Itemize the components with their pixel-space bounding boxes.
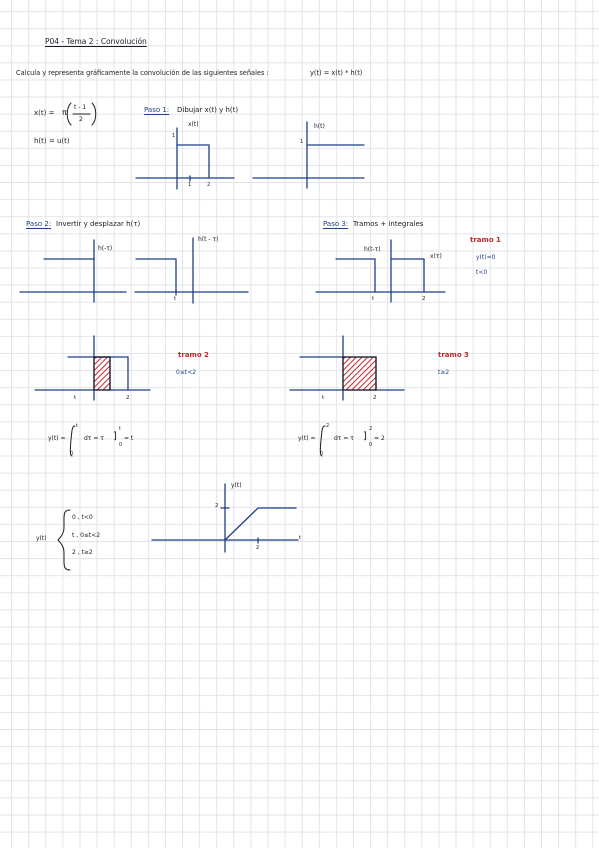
tramo3-integral-upper: 2 (326, 423, 330, 429)
h-t-minus-tau-label: h(t - τ) (198, 236, 219, 243)
x-definition-func: π (62, 108, 67, 117)
tramo2-bracket-lower: 0 (119, 442, 123, 448)
step3-heading: Paso 3: (323, 220, 349, 228)
step3-h-label: h(t-τ) (364, 246, 381, 253)
step3-x-label: x(τ) (430, 253, 442, 260)
step3-tick-2: 2 (422, 296, 426, 302)
step1-heading: Paso 1: (144, 106, 170, 114)
tramo2-condition: 0≤t<2 (176, 369, 197, 376)
tramo2-integral-lower: 0 (70, 451, 74, 457)
result-plot (151, 483, 299, 553)
problem-statement: Calcula y representa gráficamente la con… (16, 69, 269, 77)
tramo2-overlap-area (93, 356, 111, 391)
result-case-1: 0 , t<0 (72, 514, 93, 521)
tramo3-integral-lower: 0 (320, 451, 324, 457)
h-t-minus-tau-plot (134, 237, 249, 304)
tramo2-integrand: dτ = τ (84, 435, 104, 442)
step3-title: Tramos + integrales (353, 220, 424, 228)
step3-tick-t: t (372, 296, 375, 302)
x-bracket-left (66, 102, 72, 126)
h-plot-label: h(t) (314, 123, 325, 130)
tramos-plot (315, 239, 446, 303)
x-plot (135, 127, 235, 190)
h-plot-amplitude: 1 (300, 139, 304, 145)
x-plot-amplitude: 1 (172, 133, 176, 139)
result-plot-axis-t: t (299, 535, 302, 541)
x-plot-tick-1: 1 (188, 182, 192, 188)
tramo2-bracket-upper: t (119, 426, 121, 432)
x-definition-lhs: x(t) = (34, 109, 55, 117)
h-minus-tau-plot (19, 239, 127, 303)
tramo2-plot (34, 335, 151, 401)
tramo2-bracket: ] (113, 431, 117, 442)
result-plot-tick-2: 2 (256, 545, 260, 551)
step2-title: Invertir y desplazar h(τ) (56, 220, 141, 228)
tramo2-title: tramo 2 (178, 351, 209, 359)
tramo3-integrand: dτ = τ (334, 435, 354, 442)
x-plot-tick-2: 2 (207, 182, 211, 188)
tramo3-overlap-area (342, 356, 377, 391)
result-plot-amplitude: 2 (215, 503, 219, 509)
tramo3-bracket: ] (363, 431, 367, 442)
x-definition-denominator: 2 (79, 116, 83, 123)
result-plot-label: y(t) (231, 482, 242, 489)
h-definition: h(t) = u(t) (34, 137, 70, 145)
x-definition-numerator: t - 1 (74, 104, 87, 111)
tramo1-result: y(t)=0 (476, 254, 496, 261)
x-bracket-right (91, 102, 97, 126)
result-case-3: 2 , t≥2 (72, 549, 93, 556)
h-minus-tau-label: h(-τ) (98, 245, 113, 252)
tramo3-integral-lhs: y(t) = (298, 435, 316, 442)
tramo2-tick-2: 2 (126, 395, 130, 401)
tramo3-condition: t≥2 (438, 369, 450, 376)
tramo1-condition: t<0 (476, 269, 488, 276)
tramo3-tick-t: t (322, 395, 325, 401)
tramo2-tick-t: t (74, 395, 77, 401)
tramo1-title: tramo 1 (470, 236, 501, 244)
result-lhs: y(t) (36, 535, 47, 542)
x-plot-label: x(t) (188, 121, 199, 128)
convolution-equation: y(t) = x(t) * h(t) (310, 69, 363, 77)
tramo3-tick-2: 2 (373, 395, 377, 401)
tramo2-integral-upper: t (76, 423, 78, 429)
tramo3-integral-result: = 2 (374, 435, 385, 442)
tramo3-title: tramo 3 (438, 351, 469, 359)
step2-heading: Paso 2: (26, 220, 52, 228)
tramo3-bracket-lower: 0 (369, 442, 373, 448)
tramo3-bracket-upper: 2 (369, 426, 373, 432)
integral-sign-2 (69, 425, 76, 457)
page-title: P04 - Tema 2 : Convolución (45, 37, 147, 46)
result-case-2: t , 0≤t<2 (72, 532, 101, 539)
h-plot (252, 121, 365, 189)
tramo2-integral-lhs: y(t) = (48, 435, 66, 442)
result-brace (57, 509, 71, 571)
h-t-minus-tau-tick: t (174, 296, 177, 302)
integral-sign-3 (319, 425, 326, 457)
tramo2-integral-result: = t (124, 435, 134, 442)
step1-title: Dibujar x(t) y h(t) (177, 106, 239, 114)
